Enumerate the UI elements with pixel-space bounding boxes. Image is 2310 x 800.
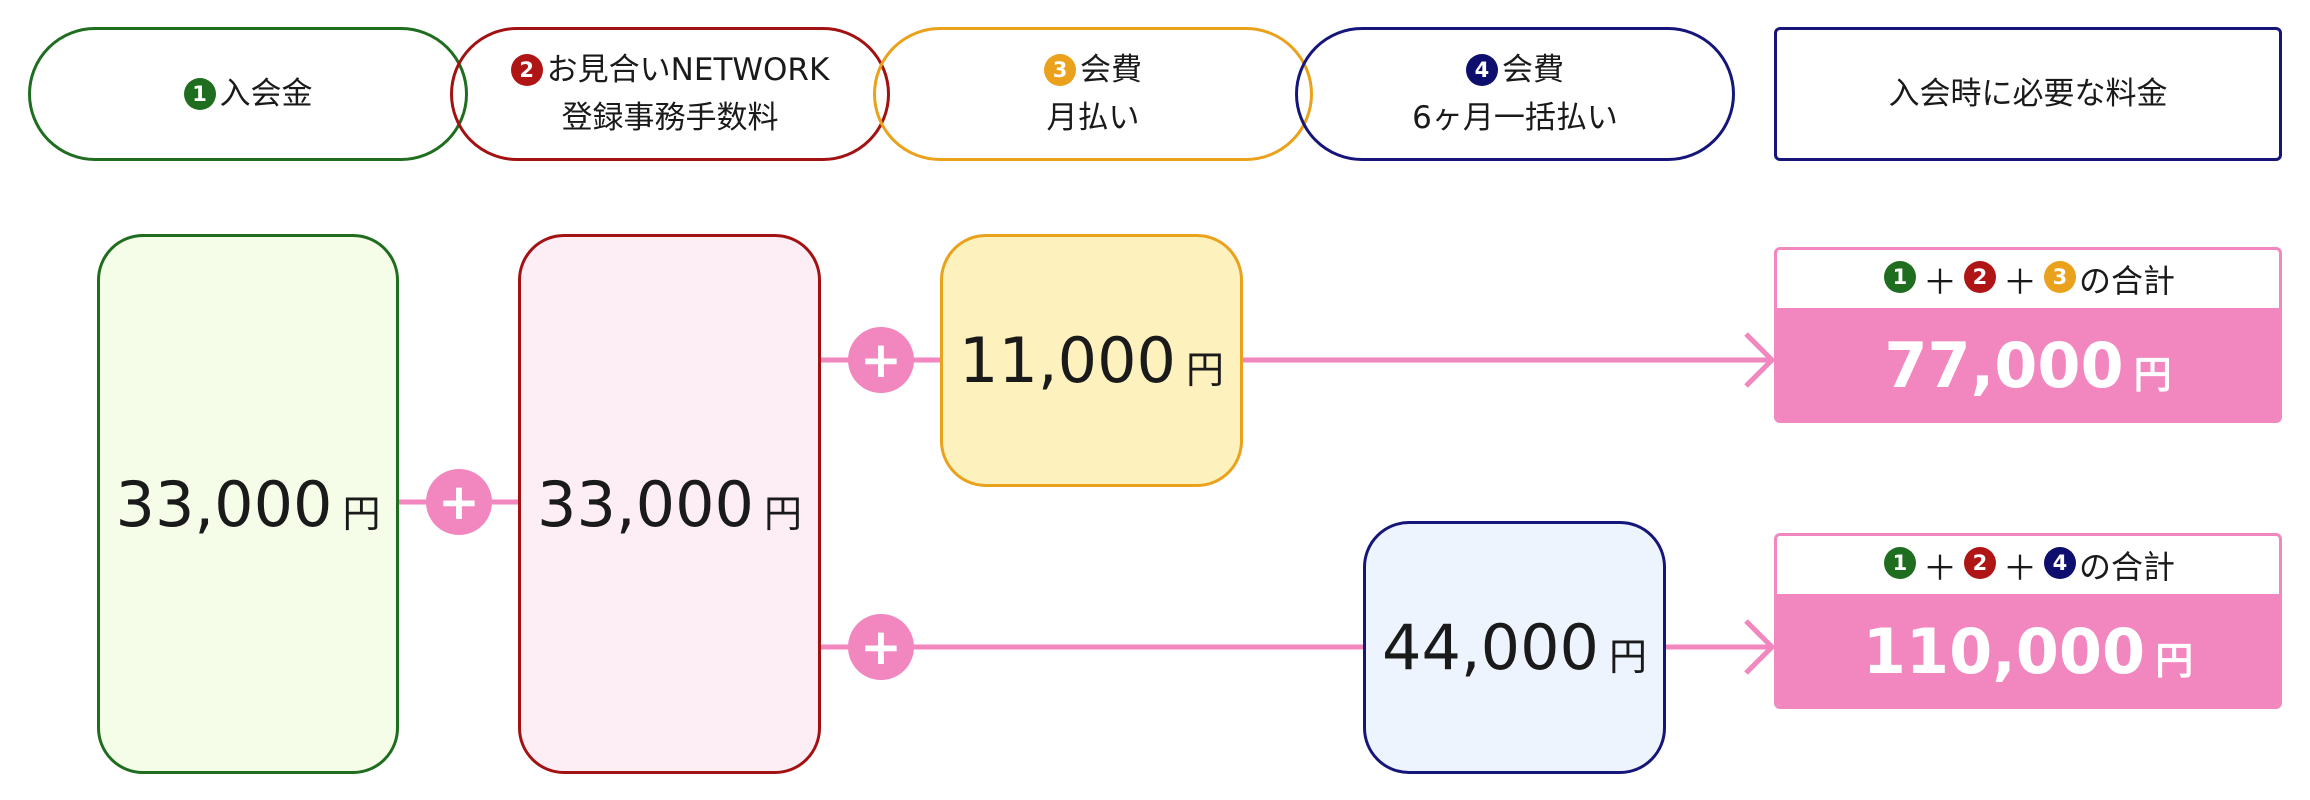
amount-value: 11,000: [959, 324, 1176, 397]
plus-icon: +: [848, 614, 914, 680]
number-badge-1: 1: [183, 77, 216, 110]
header-line: 6ヶ月一括払い: [1412, 100, 1618, 136]
header-text: 会費: [1080, 52, 1142, 88]
currency-label: 円: [1608, 635, 1647, 679]
number-badge-4: 4: [2043, 547, 2076, 579]
plus-icon: +: [426, 469, 492, 535]
number-badge-4: 4: [1465, 53, 1498, 86]
number-badge-2: 2: [1963, 261, 1996, 293]
currency-label: 円: [1185, 348, 1224, 392]
amount-value: 33,000: [115, 467, 333, 541]
arrow-icon: [1744, 332, 1776, 388]
number-badge-3: 3: [1044, 53, 1076, 86]
currency-label: 円: [2133, 353, 2172, 397]
header-line: 月払い: [1046, 100, 1140, 136]
amount-value: 33,000: [537, 467, 754, 541]
header-line: 登録事務手数料: [561, 100, 779, 136]
number-badge-1: 1: [1883, 261, 1916, 293]
plus-operator: ＋: [1922, 548, 1957, 589]
currency-label: 円: [763, 491, 802, 536]
result-formula: 1 ＋ 2 ＋ 3 の合計: [1777, 250, 2279, 308]
header-total-required: 入会時に必要な料金: [1774, 27, 2282, 161]
plus-operator: ＋: [2002, 262, 2037, 303]
arrow-icon: [1744, 619, 1776, 675]
number-badge-2: 2: [510, 53, 543, 86]
currency-label: 円: [342, 491, 381, 536]
plus-operator: ＋: [1922, 262, 1957, 303]
result-amount: 110,000: [1862, 615, 2146, 688]
header-text: 会費: [1501, 52, 1564, 88]
plus-icon: +: [848, 327, 914, 393]
result-amount: 77,000: [1884, 329, 2124, 402]
header-text: 入会時に必要な料金: [1888, 76, 2168, 112]
result-formula: 1 ＋ 2 ＋ 4 の合計: [1777, 536, 2279, 594]
number-badge-3: 3: [2043, 261, 2076, 293]
currency-label: 円: [2155, 639, 2194, 683]
number-badge-1: 1: [1883, 547, 1916, 579]
header-text: 入会金: [219, 76, 313, 112]
result-suffix: の合計: [2078, 262, 2175, 300]
header-text: お見合いNETWORK: [546, 52, 830, 88]
result-suffix: の合計: [2078, 548, 2175, 586]
number-badge-2: 2: [1963, 547, 1996, 579]
amount-value: 44,000: [1382, 611, 1599, 684]
plus-operator: ＋: [2002, 548, 2037, 589]
